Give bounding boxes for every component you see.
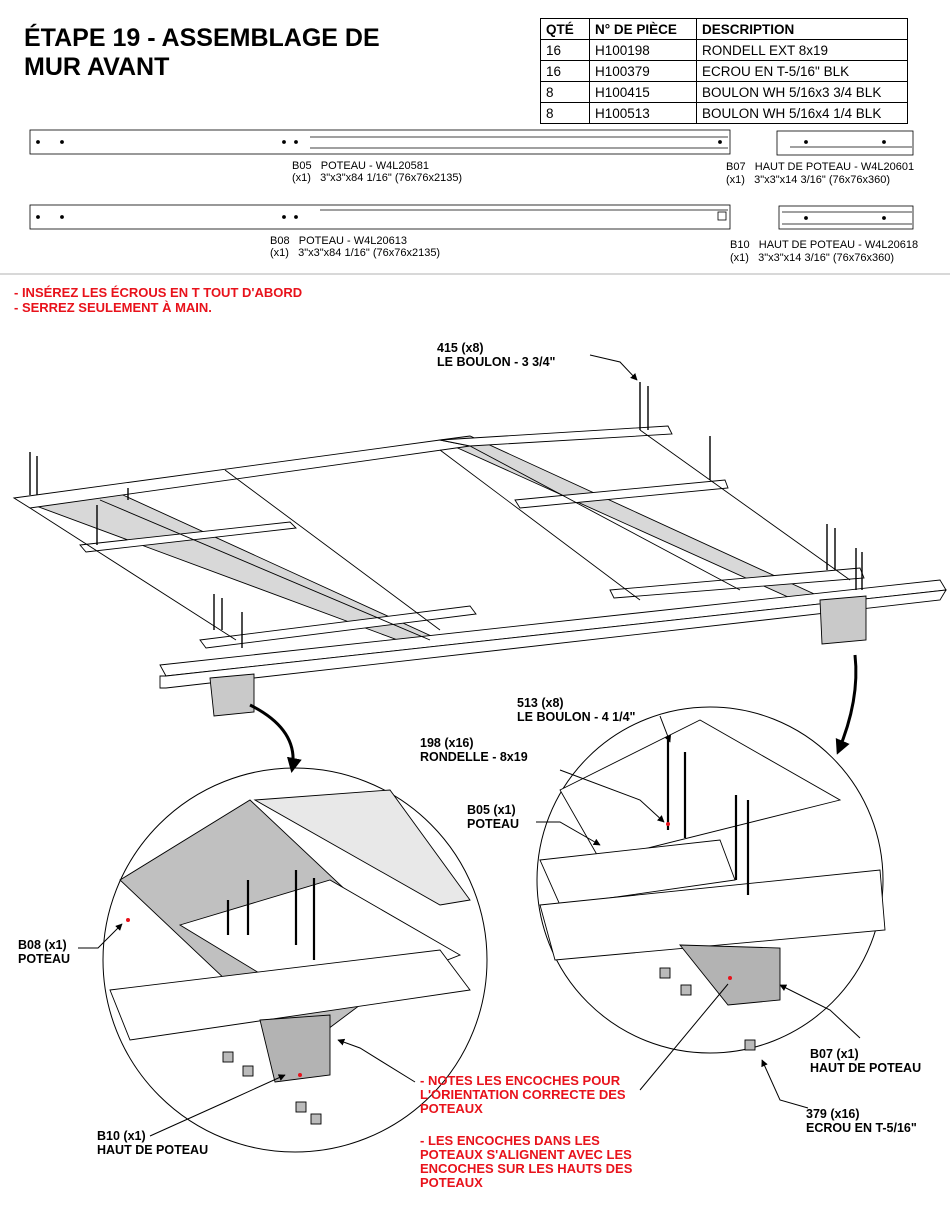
table-row: 16 H100379 ECROU EN T-5/16" BLK xyxy=(540,60,908,82)
cell-part-number: H100198 xyxy=(589,39,697,61)
part-b08-qty: (x1) xyxy=(270,247,289,259)
callout-bolt-415: 415 (x8) LE BOULON - 3 3/4" xyxy=(437,341,555,369)
leader-lines xyxy=(78,354,861,1137)
callout-post-b05-qty: B05 (x1) xyxy=(467,803,516,817)
callout-post-top-b10: B10 (x1) HAUT DE POTEAU xyxy=(97,1129,208,1157)
part-b05-dims: 3"x3"x84 1/16" (76x76x2135) xyxy=(320,172,463,184)
table-row: 8 H100415 BOULON WH 5/16x3 3/4 BLK xyxy=(540,81,908,103)
part-b08-post-drawing xyxy=(29,204,731,230)
callout-washer-198-desc: RONDELLE - 8x19 xyxy=(420,750,528,764)
callout-post-top-b07-qty: B07 (x1) xyxy=(810,1047,859,1061)
note-notch-orientation-line-3: POTEAUX xyxy=(420,1101,483,1116)
callout-bolt-513: 513 (x8) LE BOULON - 4 1/4" xyxy=(517,696,635,724)
callout-post-top-b10-qty: B10 (x1) xyxy=(97,1129,146,1143)
table-row: 8 H100513 BOULON WH 5/16x4 1/4 BLK xyxy=(540,102,908,124)
part-b07-qty: (x1) xyxy=(726,174,745,186)
note-notch-alignment-line-4: POTEAUX xyxy=(420,1175,483,1190)
callout-washer-198-qty: 198 (x16) xyxy=(420,736,474,750)
note-notch-orientation-line-1: - NOTES LES ENCOCHES POUR xyxy=(420,1073,621,1088)
parts-table-header: QTÉ N° DE PIÈCE DESCRIPTION xyxy=(540,18,908,40)
notch-marker-left-top xyxy=(298,1073,302,1077)
instruction-insert-nuts: - INSÉREZ LES ÉCROUS EN T TOUT D'ABORD xyxy=(14,285,303,300)
part-b10-code: B10 xyxy=(730,239,750,251)
callout-washer-198: 198 (x16) RONDELLE - 8x19 xyxy=(420,736,528,764)
parts-table: QTÉ N° DE PIÈCE DESCRIPTION 16 H100198 R… xyxy=(540,18,908,124)
part-b07-code: B07 xyxy=(726,161,746,173)
note-notch-orientation: - NOTES LES ENCOCHES POUR L'ORIENTATION … xyxy=(420,1074,626,1116)
part-b07-dims: 3"x3"x14 3/16" (76x76x360) xyxy=(754,174,890,186)
notch-marker-right xyxy=(728,976,732,980)
part-b08-dims: 3"x3"x84 1/16" (76x76x2135) xyxy=(298,247,441,259)
callout-bolt-513-qty: 513 (x8) xyxy=(517,696,564,710)
connector-arrow-left xyxy=(249,703,302,773)
note-notch-alignment-line-1: - LES ENCOCHES DANS LES xyxy=(420,1133,600,1148)
title-line-2: MUR AVANT xyxy=(24,53,170,81)
part-b10-label: B10 HAUT DE POTEAU - W4L20618 xyxy=(730,239,918,251)
callout-post-b05-desc: POTEAU xyxy=(467,817,520,831)
note-notch-alignment: - LES ENCOCHES DANS LES POTEAUX S'ALIGNE… xyxy=(420,1134,632,1190)
callout-post-b08-desc: POTEAU xyxy=(18,952,71,966)
callout-post-top-b10-desc: HAUT DE POTEAU xyxy=(97,1143,209,1157)
part-b08-label: B08 POTEAU - W4L20613 xyxy=(270,235,407,247)
part-b07-name: HAUT DE POTEAU - W4L20601 xyxy=(754,161,915,173)
detail-circle-right xyxy=(536,706,886,1054)
part-b10-dims: 3"x3"x14 3/16" (76x76x360) xyxy=(758,252,894,264)
notch-marker-left xyxy=(126,918,130,922)
cell-description: ECROU EN T-5/16" BLK xyxy=(696,60,908,82)
callout-post-top-b07: B07 (x1) HAUT DE POTEAU xyxy=(810,1047,921,1075)
part-b10-post-top-drawing xyxy=(778,205,914,230)
callout-bolt-513-desc: LE BOULON - 4 1/4" xyxy=(517,710,636,724)
part-b05-name: POTEAU - W4L20581 xyxy=(320,160,429,172)
callout-post-top-b07-desc: HAUT DE POTEAU xyxy=(810,1061,922,1075)
part-b07-label: B07 HAUT DE POTEAU - W4L20601 xyxy=(726,161,914,173)
cell-qty: 16 xyxy=(540,39,590,61)
part-b08-code: B08 xyxy=(270,235,290,247)
part-b05-code: B05 xyxy=(292,160,312,172)
part-b10-sub: (x1) 3"x3"x14 3/16" (76x76x360) xyxy=(730,252,894,264)
washer-marker xyxy=(666,822,670,826)
callout-tnut-379-qty: 379 (x16) xyxy=(806,1107,860,1121)
part-b08-sub: (x1) 3"x3"x84 1/16" (76x76x2135) xyxy=(270,247,440,259)
callout-post-b05: B05 (x1) POTEAU xyxy=(467,803,519,831)
callout-post-b08-qty: B08 (x1) xyxy=(18,938,67,952)
connector-arrow-right xyxy=(835,654,858,755)
part-b07-sub: (x1) 3"x3"x14 3/16" (76x76x360) xyxy=(726,174,890,186)
note-notch-orientation-line-2: L'ORIENTATION CORRECTE DES xyxy=(420,1087,626,1102)
part-b05-qty: (x1) xyxy=(292,172,311,184)
instruction-hand-tighten: - SERREZ SEULEMENT À MAIN. xyxy=(14,300,212,315)
cell-description: BOULON WH 5/16x3 3/4 BLK xyxy=(696,81,908,103)
note-notch-alignment-line-2: POTEAUX S'ALIGNENT AVEC LES xyxy=(420,1147,632,1162)
callout-tnut-379: 379 (x16) ECROU EN T-5/16" xyxy=(806,1107,917,1135)
title-line-1: ÉTAPE 19 - ASSEMBLAGE DE xyxy=(24,24,380,52)
page-title: ÉTAPE 19 - ASSEMBLAGE DE MUR AVANT xyxy=(24,24,380,82)
callout-post-b08: B08 (x1) POTEAU xyxy=(18,938,70,966)
part-b05-post-drawing xyxy=(29,129,731,155)
part-b10-name: HAUT DE POTEAU - W4L20618 xyxy=(758,239,919,251)
callout-bolt-415-qty: 415 (x8) xyxy=(437,341,484,355)
part-b10-qty: (x1) xyxy=(730,252,749,264)
note-notch-alignment-line-3: ENCOCHES SUR LES HAUTS DES xyxy=(420,1161,633,1176)
header-qty: QTÉ xyxy=(540,18,590,40)
part-b05-label: B05 POTEAU - W4L20581 xyxy=(292,160,429,172)
part-b07-post-top-drawing xyxy=(776,130,914,156)
part-b05-sub: (x1) 3"x3"x84 1/16" (76x76x2135) xyxy=(292,172,462,184)
cell-part-number: H100513 xyxy=(589,102,697,124)
detail-circle-left xyxy=(102,767,488,1153)
part-b08-name: POTEAU - W4L20613 xyxy=(298,235,407,247)
frame-assembly-drawing xyxy=(12,382,947,717)
callout-tnut-379-desc: ECROU EN T-5/16" xyxy=(806,1121,917,1135)
cell-description: BOULON WH 5/16x4 1/4 BLK xyxy=(696,102,908,124)
callout-bolt-415-desc: LE BOULON - 3 3/4" xyxy=(437,355,556,369)
